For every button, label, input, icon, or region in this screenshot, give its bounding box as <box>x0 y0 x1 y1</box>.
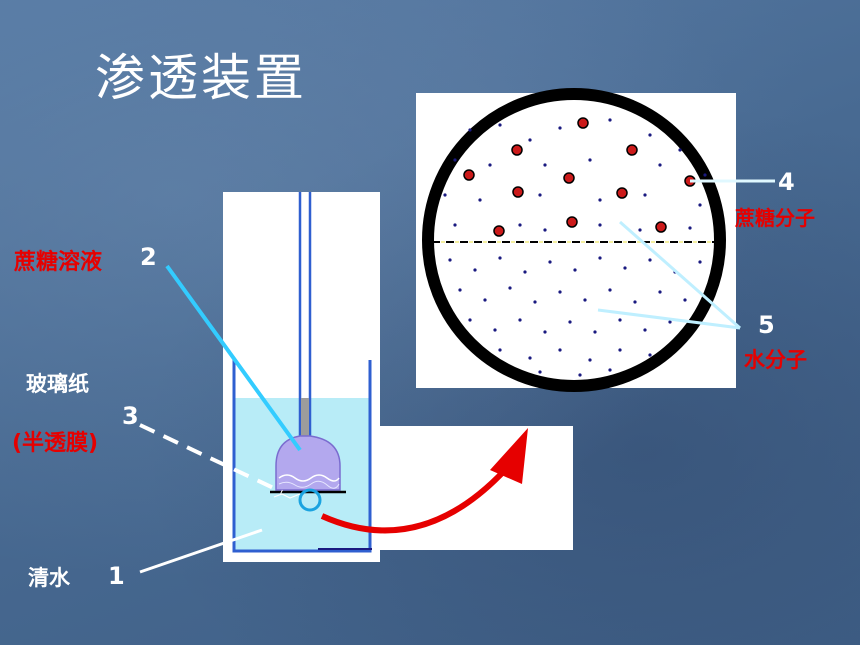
pointer-membrane <box>139 423 283 494</box>
pointer-solution <box>165 264 302 452</box>
label-solution: 蔗糖溶液 <box>14 250 103 275</box>
label-water-molecule: 水分子 <box>744 348 807 372</box>
water-molecules <box>443 118 707 377</box>
pointer-water-2 <box>597 308 741 330</box>
label-clear-water: 清水 <box>28 566 70 590</box>
magnified-circle <box>422 88 726 392</box>
label-water-number: 1 <box>108 562 125 590</box>
label-sucrose-molecule: 蔗糖分子 <box>735 206 815 230</box>
liquid-column <box>301 398 309 436</box>
beaker-wall <box>232 360 372 553</box>
label-semipermeable: (半透膜) <box>12 431 99 456</box>
label-sucrose-number: 4 <box>778 168 795 196</box>
label-membrane-number: 3 <box>122 402 139 430</box>
page-title: 渗透装置 <box>95 49 307 107</box>
magnify-circle <box>298 488 322 512</box>
arrow-head <box>490 428 528 484</box>
label-water-molecule-number: 5 <box>758 311 775 339</box>
pointer-water <box>139 528 263 574</box>
sucrose-molecules <box>463 117 696 237</box>
label-solution-number: 2 <box>140 243 157 271</box>
label-glass-paper: 玻璃纸 <box>26 372 89 396</box>
magnify-arrow <box>320 467 508 534</box>
pointer-water-1 <box>619 220 741 330</box>
